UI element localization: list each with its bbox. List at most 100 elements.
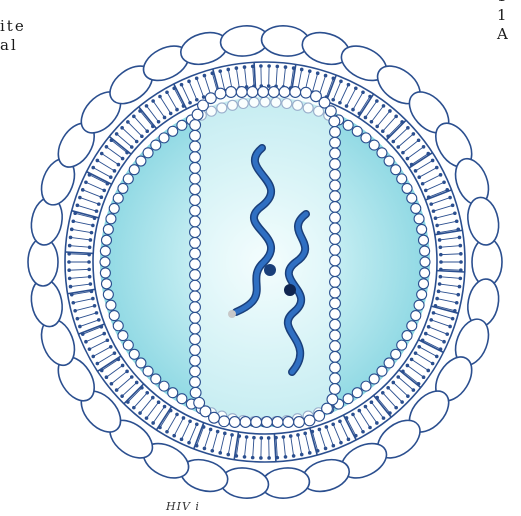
- lipid-head: [388, 109, 392, 113]
- lipid-head: [300, 453, 304, 457]
- lipid-head: [70, 228, 74, 232]
- lipid-head: [76, 317, 80, 321]
- lipid-head: [235, 66, 239, 70]
- matrix-protein: [106, 300, 116, 310]
- matrix-protein: [402, 183, 412, 193]
- lipid-head: [113, 169, 117, 173]
- capsid-protein: [330, 298, 341, 309]
- lipid-head: [109, 345, 113, 349]
- matrix-protein: [129, 165, 139, 175]
- lipid-head: [175, 413, 179, 417]
- reverse-transcriptase-dot: [264, 264, 276, 276]
- lipid-head: [71, 301, 75, 305]
- lipid-head: [370, 400, 374, 404]
- lipid-head: [439, 173, 443, 177]
- lipid-head: [347, 438, 351, 442]
- lipid-head: [115, 132, 119, 136]
- matrix-protein: [118, 331, 128, 341]
- strand-end-dot: [228, 310, 236, 318]
- capsid-protein: [290, 87, 301, 98]
- lipid-head: [324, 74, 328, 78]
- lipid-head: [81, 188, 85, 192]
- lipid-head: [91, 355, 95, 359]
- capsid-protein: [330, 180, 341, 191]
- lipid-head: [364, 405, 368, 409]
- lipid-head: [121, 157, 125, 161]
- lipid-head: [259, 64, 263, 68]
- matrix-protein: [397, 340, 407, 350]
- capsid-protein: [279, 87, 290, 98]
- matrix-protein: [417, 224, 427, 234]
- lipid-head: [434, 216, 438, 220]
- capsid-protein: [190, 216, 201, 227]
- lipid-head: [267, 84, 271, 88]
- lipid-head: [406, 394, 410, 398]
- capsid-protein: [329, 384, 340, 395]
- lipid-head: [113, 351, 117, 355]
- matrix-protein: [411, 311, 421, 321]
- matrix-protein: [402, 331, 412, 341]
- capsid-protein: [330, 373, 341, 384]
- lipid-head: [300, 68, 304, 72]
- capsid-protein: [330, 148, 341, 159]
- lipid-head: [282, 435, 286, 439]
- lipid-head: [188, 101, 192, 105]
- capsid-protein: [226, 87, 237, 98]
- lipid-head: [180, 83, 184, 87]
- lipid-head: [245, 435, 249, 439]
- capsid-protein: [190, 259, 201, 270]
- capsid-protein: [190, 237, 201, 248]
- lipid-head: [318, 428, 322, 432]
- capsid-protein: [283, 417, 294, 428]
- lipid-head: [210, 449, 214, 453]
- capsid-protein: [294, 417, 305, 428]
- lipid-head: [218, 69, 222, 73]
- lipid-head: [188, 419, 192, 423]
- matrix-protein: [369, 140, 379, 150]
- matrix-protein: [100, 268, 110, 278]
- lipid-head: [421, 182, 425, 186]
- lipid-head: [439, 245, 443, 249]
- lipid-head: [394, 406, 398, 410]
- matrix-protein: [352, 388, 362, 398]
- lipid-head: [145, 104, 149, 108]
- lipid-head: [115, 388, 119, 392]
- lipid-head: [109, 175, 113, 179]
- lipid-head: [88, 347, 92, 351]
- lipid-head: [431, 362, 435, 366]
- lipid-head: [364, 116, 368, 120]
- lipid-head: [410, 358, 414, 362]
- matrix-protein: [420, 257, 430, 267]
- lipid-head: [106, 338, 110, 342]
- lipid-head: [296, 433, 300, 437]
- capsid-protein: [190, 355, 201, 366]
- matrix-protein: [118, 183, 128, 193]
- lipid-head: [132, 115, 136, 119]
- lipid-head: [165, 430, 169, 434]
- matrix-protein: [361, 381, 371, 391]
- lipid-head: [435, 166, 439, 170]
- capsid-protein: [190, 334, 201, 345]
- lipid-head: [267, 456, 271, 460]
- capsid-protein: [190, 195, 201, 206]
- capsid-protein: [190, 227, 201, 238]
- capsid-protein: [190, 291, 201, 302]
- matrix-protein: [384, 358, 394, 368]
- capsid-protein: [301, 87, 312, 98]
- lipid-head: [396, 145, 400, 149]
- lipid-head: [414, 351, 418, 355]
- lipid-head: [71, 219, 75, 223]
- lipid-head: [195, 76, 199, 80]
- capsid-protein: [330, 202, 341, 213]
- lipid-head: [435, 297, 439, 301]
- capsid-protein: [190, 366, 201, 377]
- lipid-head: [95, 209, 99, 213]
- lipid-head: [417, 345, 421, 349]
- capsid-protein: [330, 223, 341, 234]
- capsid-protein: [330, 330, 341, 341]
- lipid-head: [412, 388, 416, 392]
- lipid-head: [132, 406, 136, 410]
- lipid-head: [195, 422, 199, 426]
- lipid-head: [437, 290, 441, 294]
- lipid-head: [87, 268, 91, 272]
